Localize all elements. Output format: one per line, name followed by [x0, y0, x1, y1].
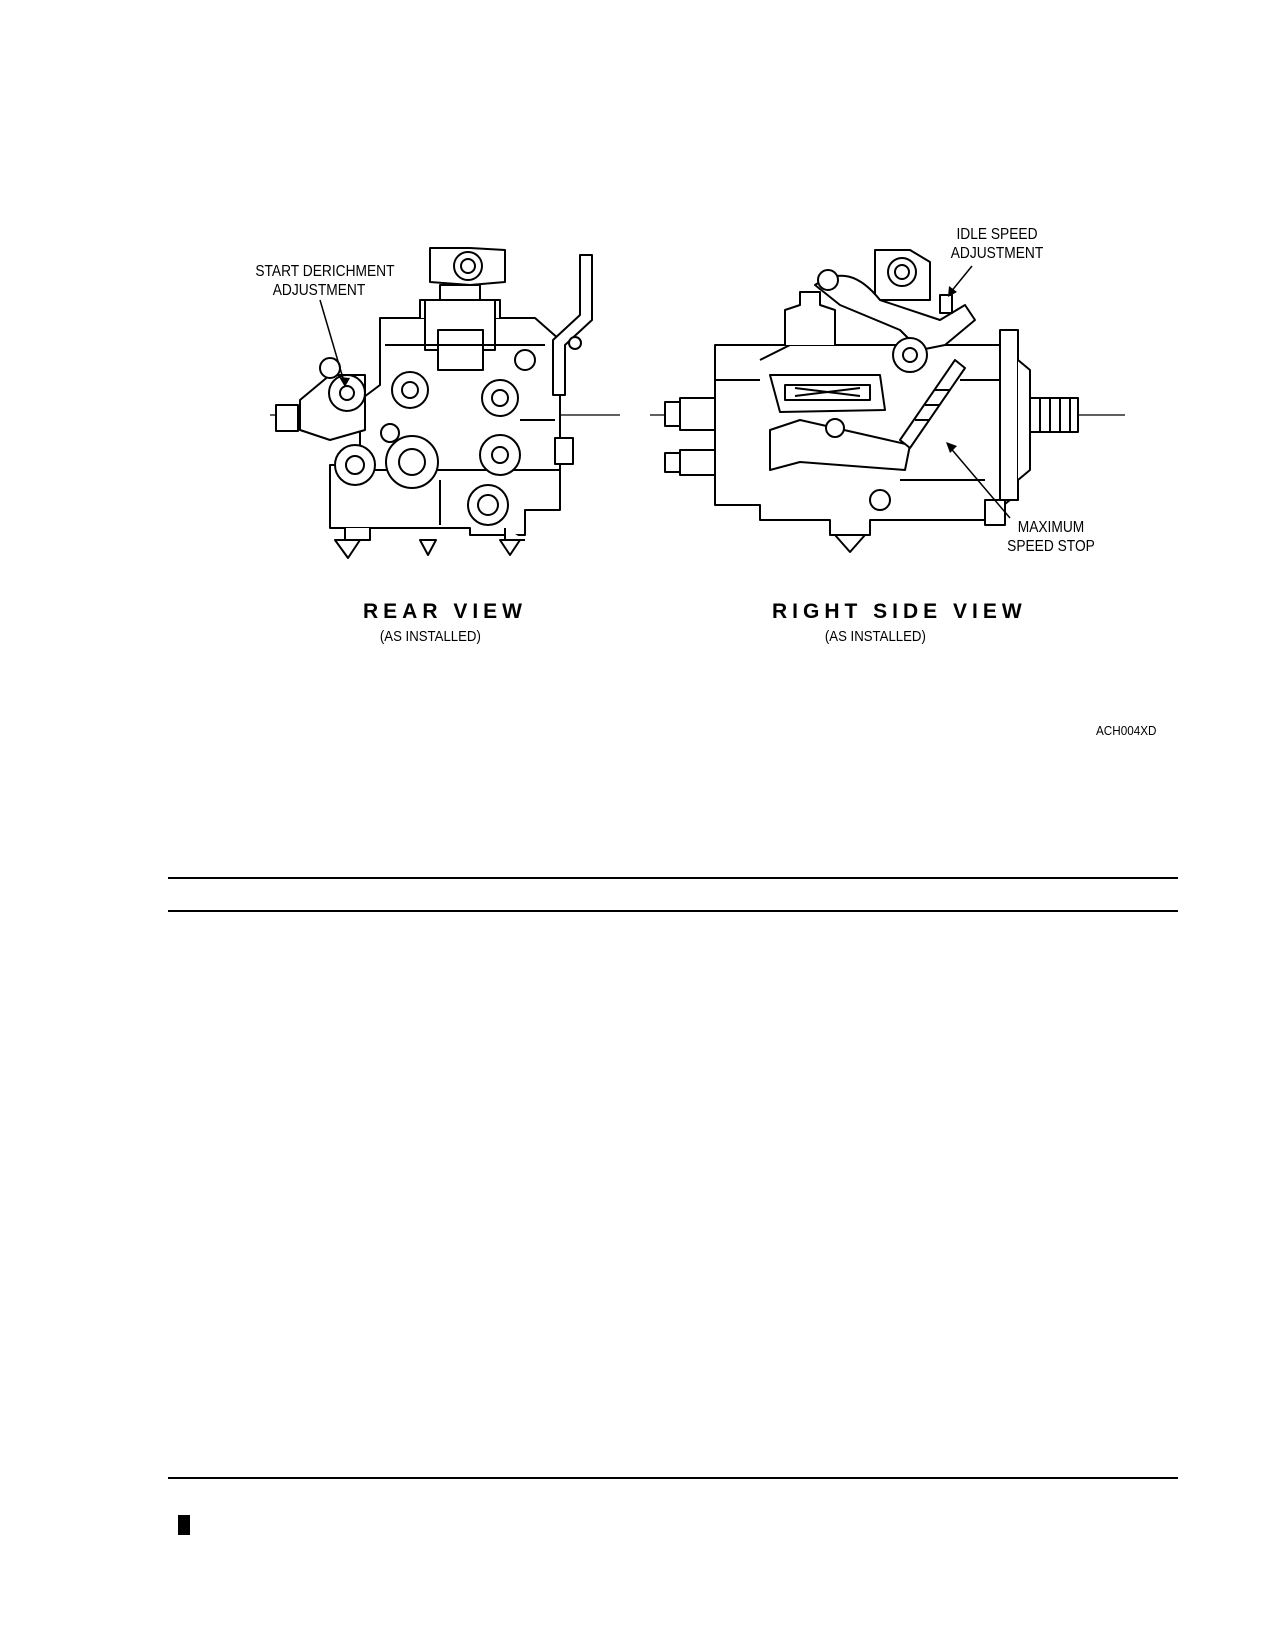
rear-view-drawing	[270, 247, 620, 559]
leader-idle-speed	[949, 265, 973, 294]
label-maximum-speed: MAXIMUM SPEED STOP	[1007, 519, 1095, 555]
rear-view-title: REAR VIEW	[363, 600, 528, 623]
label-start-derichment: START DERICHMENT ADJUSTMENT	[255, 263, 395, 299]
rear-view-subtitle: (AS INSTALLED)	[379, 628, 481, 645]
right-side-view-drawing	[650, 249, 1125, 553]
right-side-view-subtitle: (AS INSTALLED)	[824, 628, 926, 645]
label-idle-speed: IDLE SPEED ADJUSTMENT	[950, 226, 1044, 262]
rule-bottom	[168, 1477, 1178, 1479]
rule-top-1	[168, 877, 1178, 879]
right-side-view-title: RIGHT SIDE VIEW	[772, 600, 1027, 623]
rule-top-2	[168, 910, 1178, 912]
leader-start-derichment	[319, 299, 346, 386]
page-marker	[178, 1515, 190, 1535]
figure-code: ACH004XD	[1096, 723, 1157, 738]
leader-max-speed	[947, 444, 1011, 519]
